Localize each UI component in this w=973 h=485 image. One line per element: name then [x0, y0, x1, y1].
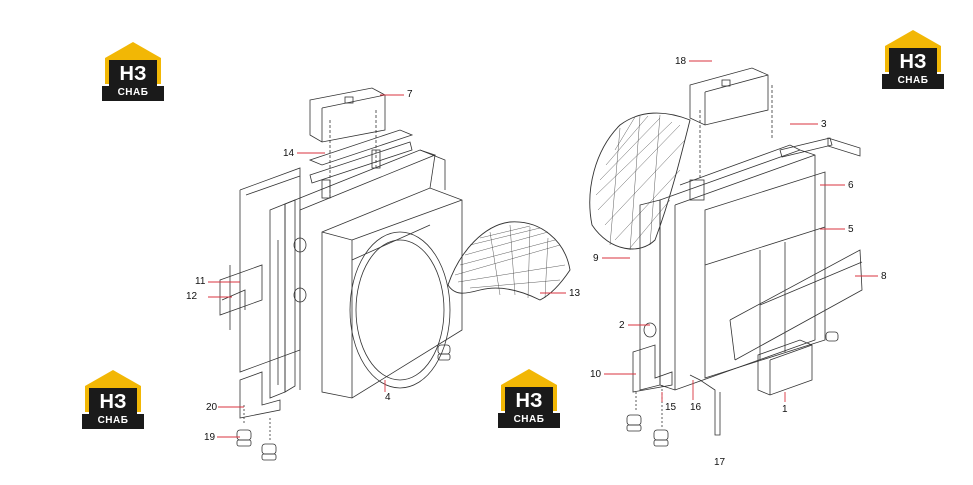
- logo-caption: СНАБ: [513, 414, 545, 425]
- house-logo-icon: [102, 42, 164, 101]
- logo-caption: СНАБ: [97, 415, 129, 426]
- callout-2: 2: [619, 320, 625, 331]
- callout-4: 4: [385, 392, 391, 403]
- house-logo-icon: [82, 370, 144, 429]
- logo-caption: СНАБ: [897, 75, 929, 86]
- left-radiator-assembly: [219, 87, 571, 461]
- callout-6: 6: [848, 180, 854, 191]
- callout-10: 10: [590, 369, 602, 380]
- house-logo-icon: [882, 30, 944, 89]
- callout-16: 16: [690, 402, 702, 413]
- callout-11: 11: [195, 276, 206, 287]
- callout-5: 5: [848, 224, 854, 235]
- callout-17: 17: [714, 457, 726, 468]
- right-radiator-assembly: [589, 67, 863, 447]
- callout-20: 20: [206, 402, 218, 413]
- logo-nz-snab: НЗ СНАБ: [496, 367, 562, 429]
- logo-letters: НЗ: [99, 391, 127, 413]
- callout-9: 9: [593, 253, 599, 264]
- logo-letters: НЗ: [119, 63, 147, 85]
- logo-letters: НЗ: [515, 390, 543, 412]
- callout-18: 18: [675, 56, 687, 67]
- leader-lines: [208, 60, 878, 438]
- logo-nz-snab: НЗ СНАБ: [880, 28, 946, 90]
- callout-1: 1: [782, 404, 788, 415]
- callout-3: 3: [821, 119, 827, 130]
- callout-7: 7: [407, 89, 413, 100]
- callout-13: 13: [569, 288, 581, 299]
- callout-8: 8: [881, 271, 887, 282]
- logo-caption: СНАБ: [117, 87, 149, 98]
- callout-14: 14: [283, 148, 295, 159]
- callout-19: 19: [204, 432, 216, 443]
- house-logo-icon: [498, 369, 560, 428]
- callout-15: 15: [665, 402, 677, 413]
- logo-letters: НЗ: [899, 51, 927, 73]
- logo-nz-snab: НЗ СНАБ: [100, 40, 166, 102]
- logo-nz-snab: НЗ СНАБ: [80, 368, 146, 430]
- callout-12: 12: [186, 291, 198, 302]
